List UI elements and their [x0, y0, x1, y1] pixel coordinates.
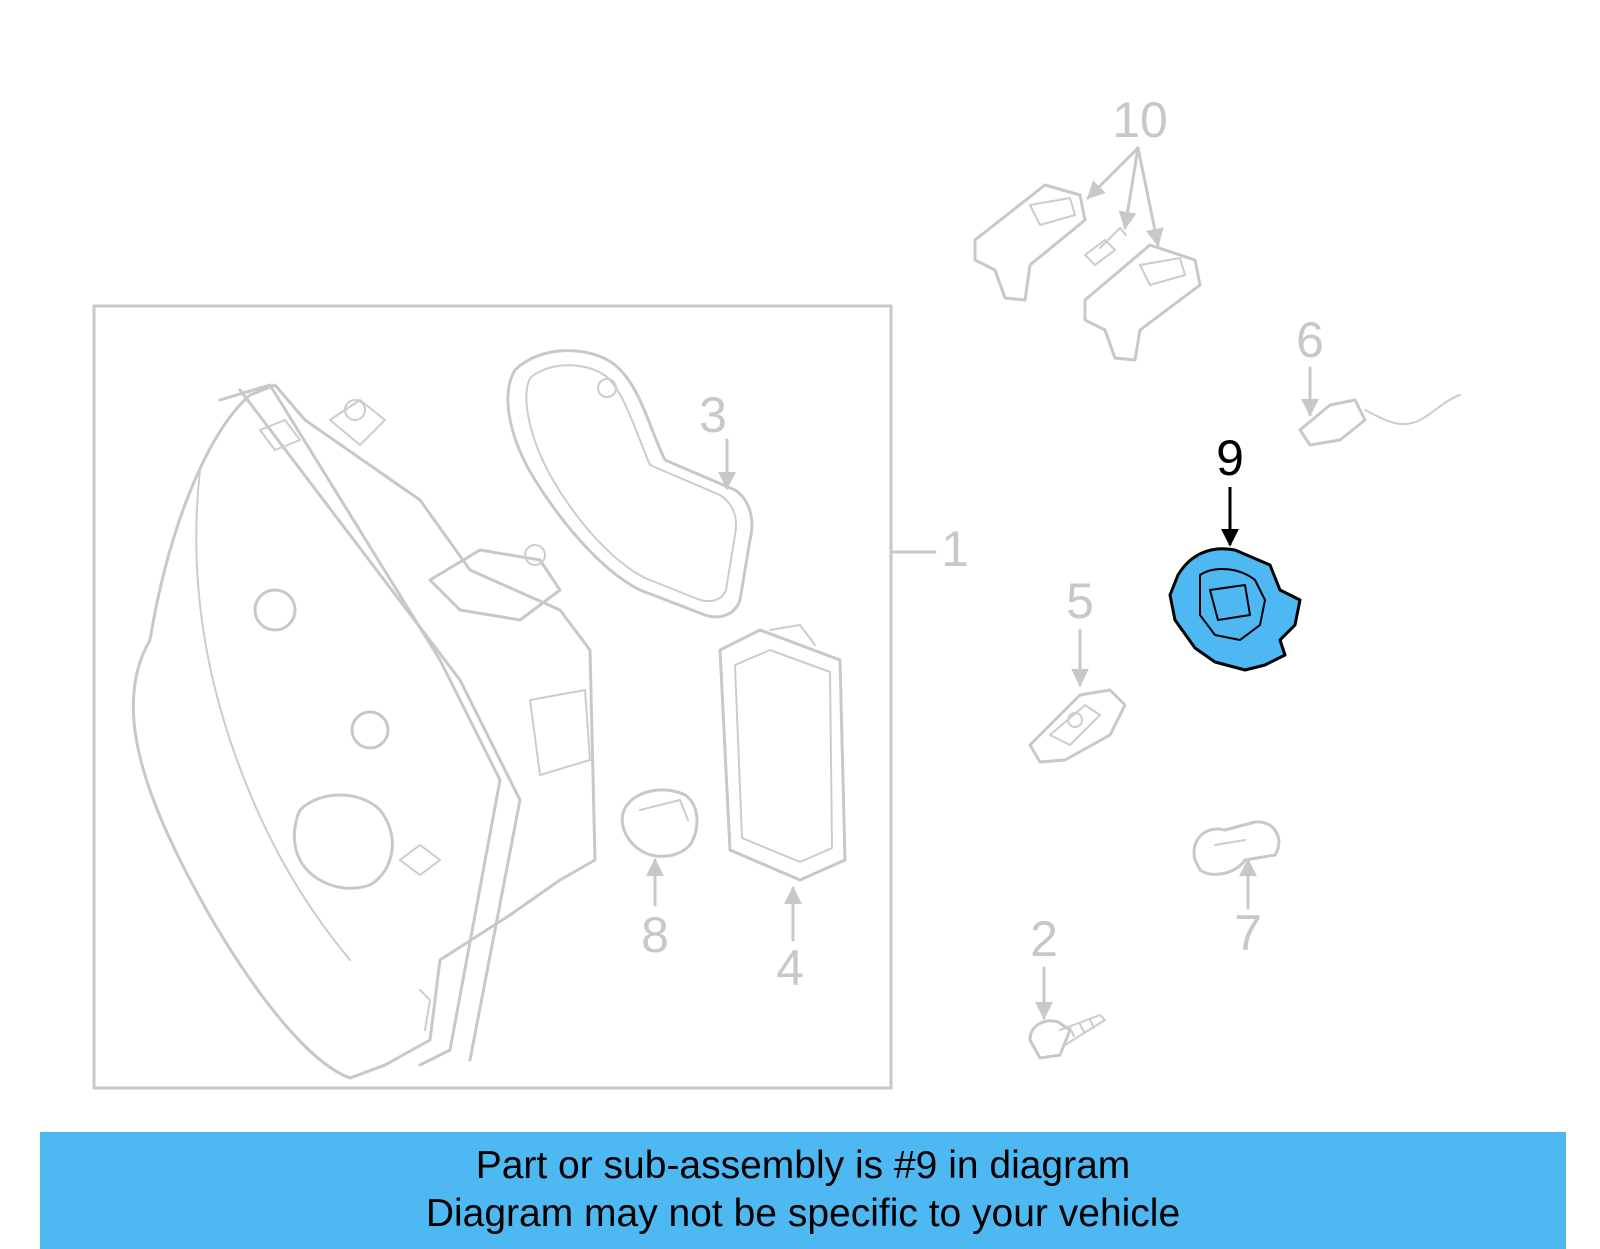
callout-1-label: 1	[941, 521, 969, 577]
callout-3-label: 3	[699, 387, 727, 443]
callout-4-label: 4	[776, 940, 804, 996]
part-8-socket	[620, 788, 699, 858]
banner-line-2: Diagram may not be specific to your vehi…	[425, 1192, 1181, 1235]
part-3-gasket	[506, 349, 754, 619]
part-5-bulb	[1028, 688, 1127, 764]
part-10-brackets	[973, 183, 1202, 362]
callout-10-arrow-a	[1086, 146, 1140, 200]
callout-8-label: 8	[641, 907, 669, 963]
callout-6-label: 6	[1296, 312, 1324, 368]
headlamp-assembly	[131, 383, 597, 1080]
part-4-cover	[718, 624, 847, 882]
part-7-bulb	[1192, 820, 1281, 876]
callout-9-label: 9	[1216, 430, 1244, 486]
callout-10-label: 10	[1112, 92, 1168, 148]
callout-10-arrow-c	[1136, 146, 1164, 247]
assembly-box	[92, 304, 893, 1090]
info-banner: Part or sub-assembly is #9 in diagram Di…	[40, 1132, 1566, 1249]
part-6-bulb	[1298, 394, 1461, 447]
banner-line-1: Part or sub-assembly is #9 in diagram	[475, 1144, 1131, 1187]
callout-7-label: 7	[1234, 905, 1262, 961]
part-9-highlighted	[1168, 547, 1302, 672]
callout-5-label: 5	[1066, 573, 1094, 629]
callout-2-label: 2	[1030, 911, 1058, 967]
part-2-screw	[1028, 1014, 1106, 1060]
callout-10-arrow-b	[1118, 146, 1140, 230]
